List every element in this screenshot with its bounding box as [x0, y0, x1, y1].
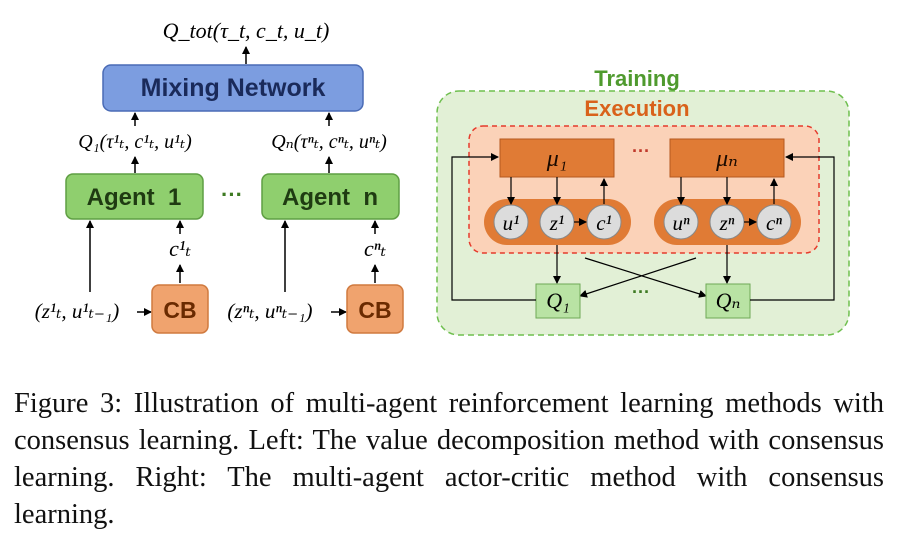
q-ellipsis: ··· — [632, 282, 650, 302]
consensus-learning-diagram: Q_tot(τ_t, c_t, u_t) Mixing Network Q₁(τ… — [35, 18, 850, 336]
cbn-label: CB — [358, 297, 391, 323]
q-agent1-label: Q₁(τ¹ₜ, c¹ₜ, u¹ₜ) — [78, 131, 192, 153]
c1-node-label: c¹ — [596, 211, 612, 235]
c1-node — [586, 204, 622, 240]
qn-label: Qₙ — [716, 288, 741, 313]
agentn-to-q1-arrow — [579, 257, 697, 298]
agentn-label: Agent n — [282, 184, 378, 211]
q1-box — [535, 283, 581, 319]
un-label: uⁿ — [672, 211, 690, 235]
un-node — [663, 204, 699, 240]
figure-caption: Figure 3: Illustration of multi-agent re… — [14, 388, 884, 530]
agentn-box — [261, 173, 400, 220]
agent1-box — [65, 173, 204, 220]
u1-node — [493, 204, 529, 240]
agent-ellipsis: ··· — [221, 182, 243, 207]
cbn-box — [346, 284, 404, 334]
cb1-label: CB — [163, 297, 196, 323]
q-agentn-label: Qₙ(τⁿₜ, cⁿₜ, uⁿₜ) — [271, 131, 387, 153]
cb1-box — [151, 284, 209, 334]
value-decomposition-panel: Q_tot(τ_t, c_t, u_t) Mixing Network Q₁(τ… — [35, 18, 404, 334]
mu-ellipsis: ··· — [632, 141, 650, 161]
mixing-network-box — [102, 64, 364, 112]
z1-label: z¹ — [549, 211, 564, 235]
agent1-to-qn-arrow — [584, 257, 707, 298]
actor-critic-panel: Training Execution μ₁ ··· μₙ u¹ z¹ c¹ uⁿ… — [436, 66, 850, 336]
qn-feedback-arrow — [750, 153, 835, 301]
cn-node-label: cⁿ — [766, 211, 782, 235]
qtot-label: Q_tot(τ_t, c_t, u_t) — [163, 18, 330, 43]
cn-label: cⁿₜ — [364, 236, 387, 261]
zn-label: zⁿ — [719, 211, 735, 235]
mu1-box — [499, 138, 615, 178]
cn-node — [756, 204, 792, 240]
u1-label: u¹ — [503, 211, 520, 235]
mixing-network-label: Mixing Network — [141, 74, 326, 102]
inputn-label: (zⁿₜ, uⁿₜ₋₁) — [227, 299, 312, 323]
agent1-label: Agent 1 — [87, 184, 182, 211]
mun-box — [669, 138, 785, 178]
input1-label: (z¹ₜ, u¹ₜ₋₁) — [35, 299, 120, 323]
q1-feedback-arrow — [451, 153, 536, 301]
mun-label: μₙ — [715, 146, 738, 172]
execution-label: Execution — [584, 96, 689, 121]
mu1-label: μ₁ — [546, 146, 567, 172]
qn-box — [705, 283, 751, 319]
c1-label: c¹ₜ — [169, 236, 191, 261]
training-label: Training — [594, 66, 680, 91]
q1-label: Q₁ — [546, 288, 570, 313]
